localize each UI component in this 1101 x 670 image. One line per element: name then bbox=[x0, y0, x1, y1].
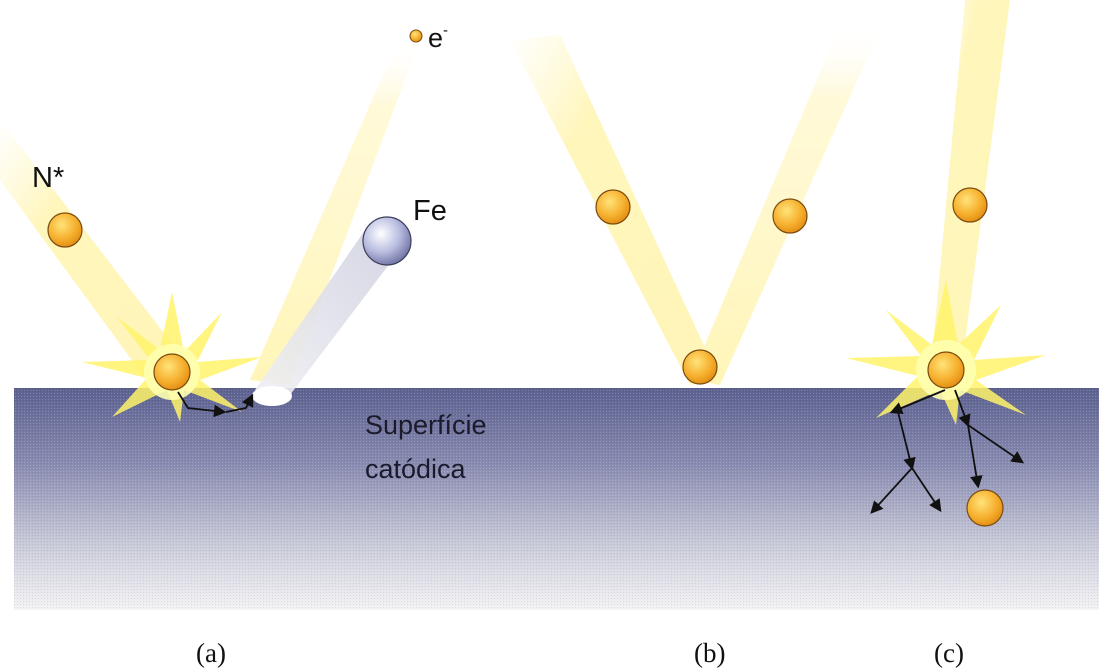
surface-label-line1: Superfície bbox=[365, 410, 487, 440]
nitrogen-particle-incoming-a bbox=[47, 212, 83, 248]
surface-label-line2: catódica bbox=[365, 454, 467, 484]
nitrogen-particle-implanted-c bbox=[966, 489, 1004, 527]
panel-a: N* Fe e- bbox=[0, 22, 448, 422]
nitrogen-particle-incoming-b bbox=[595, 189, 631, 225]
caption-a: (a) bbox=[196, 638, 226, 668]
caption-b: (b) bbox=[694, 638, 725, 668]
label-electron: e- bbox=[428, 22, 448, 53]
label-nitrogen: N* bbox=[32, 162, 64, 194]
fe-trail bbox=[255, 230, 400, 395]
electron-particle bbox=[409, 29, 423, 43]
nitrogen-particle-impact-c bbox=[927, 351, 965, 389]
nitrogen-particle-reflected-b bbox=[772, 198, 808, 234]
fe-crater bbox=[252, 386, 292, 406]
nitrogen-particle-impact-a bbox=[153, 353, 191, 391]
nitrogen-particle-incoming-c bbox=[952, 187, 988, 223]
panel-c bbox=[846, 0, 1046, 527]
cathode-surface bbox=[14, 388, 1099, 610]
panel-b bbox=[510, 25, 880, 385]
caption-c: (c) bbox=[934, 638, 964, 668]
iron-particle bbox=[362, 216, 412, 266]
cascade-arrows-c bbox=[870, 389, 1025, 514]
nitrogen-particle-bounce-b bbox=[682, 349, 718, 385]
incoming-beam-a bbox=[0, 120, 200, 385]
electron-beam bbox=[250, 36, 420, 385]
collision-arrows-a bbox=[177, 391, 254, 418]
label-iron: Fe bbox=[413, 195, 447, 227]
